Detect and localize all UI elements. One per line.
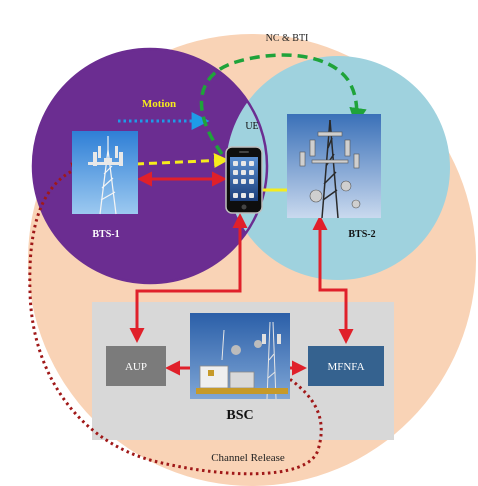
mfnfa-node[interactable]: MFNFA [308,346,384,386]
handover-arc [199,53,367,156]
bsc-label: BSC [226,408,253,423]
bts2-tower-image [287,114,381,219]
mfnfa-box [308,346,384,386]
bts2-label: BTS-2 [348,229,375,240]
link-bts2-mfnfa [312,215,354,344]
mfnfa-label: MFNFA [327,361,364,373]
bsc-node[interactable]: BSC [190,313,290,423]
link-ue-aup [129,213,248,343]
ue-phone-icon[interactable] [225,146,263,214]
yellow-dashed-link [135,153,229,169]
bts1-tower-image [72,131,138,215]
motion-label: Motion [142,98,176,110]
aup-label: AUP [125,361,147,373]
bts1-label: BTS-1 [92,229,119,240]
channel-release-label: Channel Release [211,452,285,464]
nc-bti-label: NC & BTI [266,33,309,44]
ue-label: UE [245,121,258,132]
channel-release-path [28,162,323,476]
aup-node[interactable]: AUP [106,346,166,386]
aup-box [106,346,166,386]
